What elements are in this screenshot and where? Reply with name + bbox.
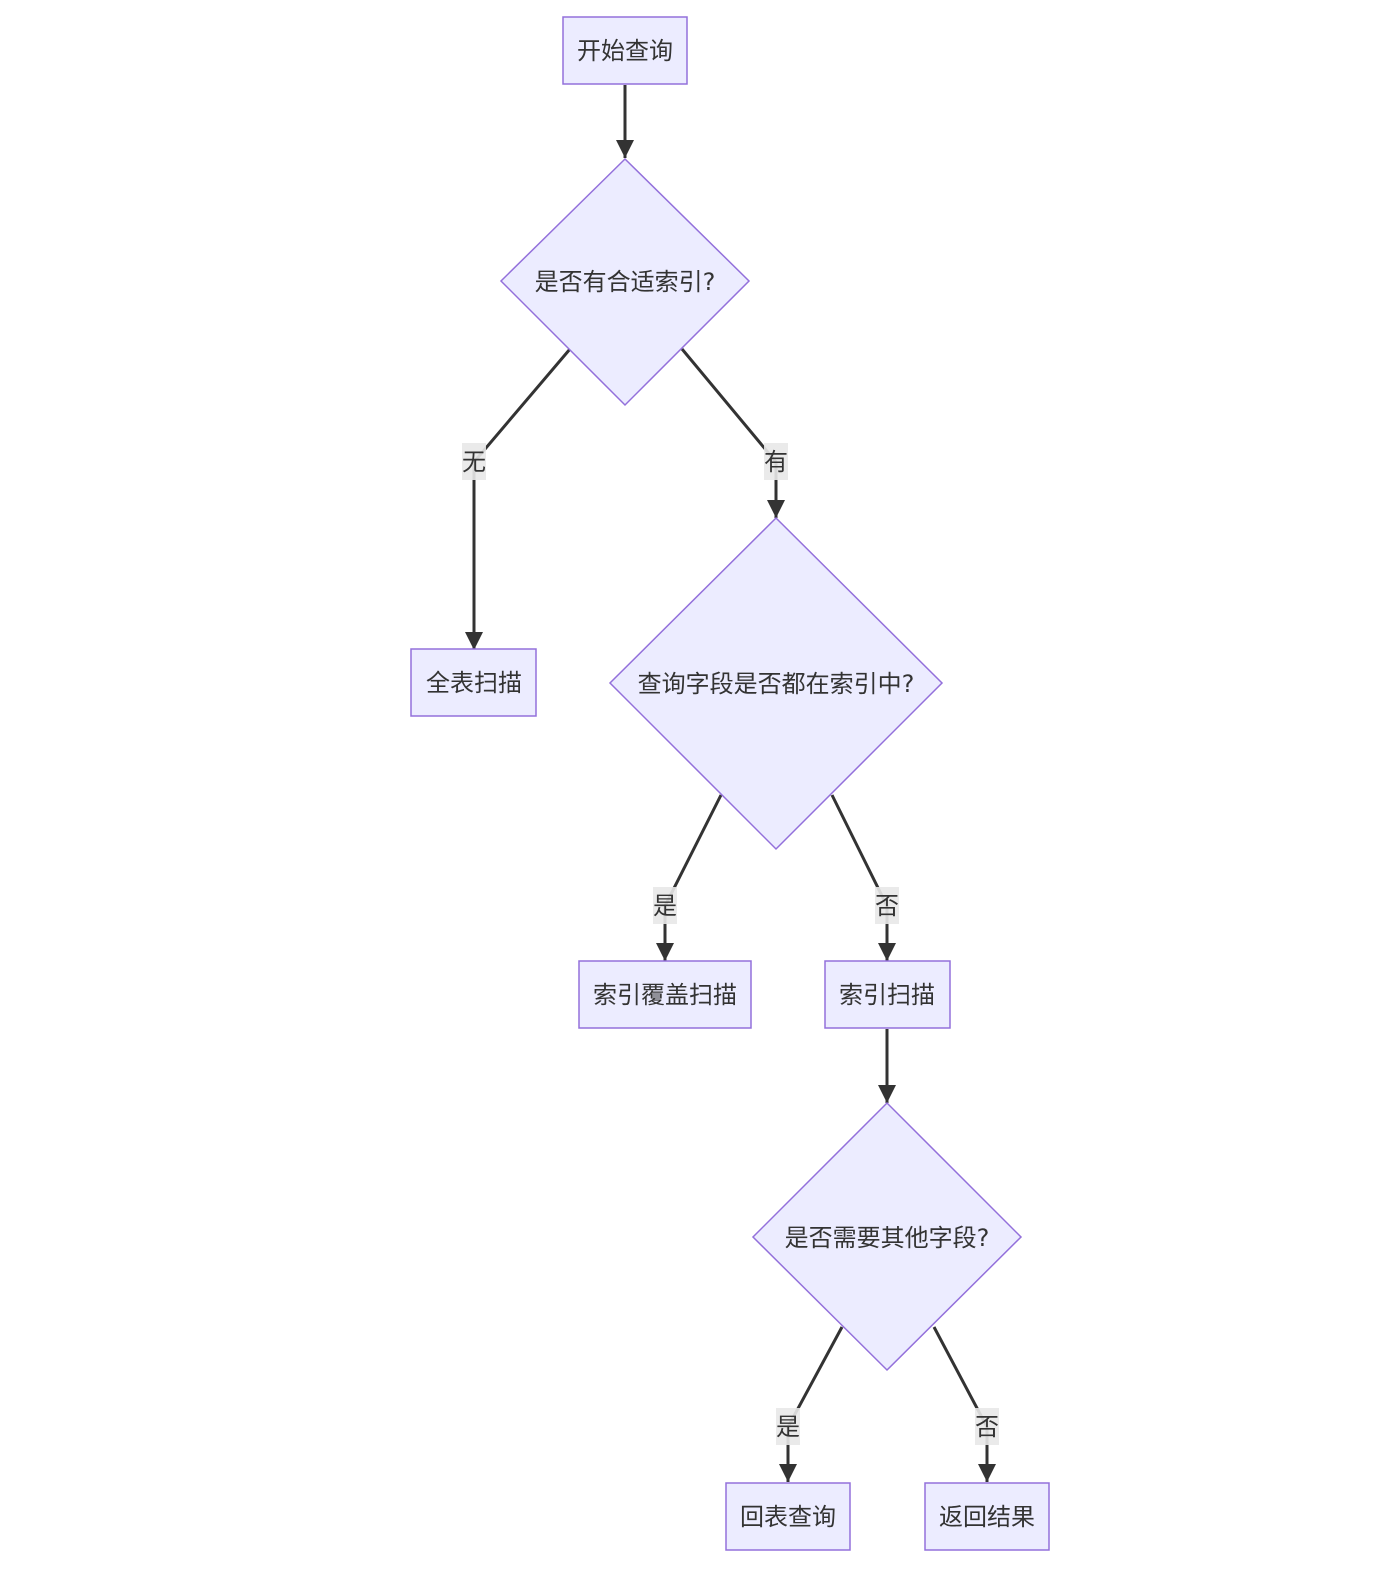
node-label: 是否有合适索引?	[535, 268, 716, 296]
edge-need-yes: 是	[776, 1326, 844, 1482]
node-fields-in-index[interactable]: 查询字段是否都在索引中?	[608, 516, 944, 851]
node-label: 是否需要其他字段?	[785, 1224, 990, 1252]
node-label: 全表扫描	[426, 669, 522, 697]
node-start-query[interactable]: 开始查询	[562, 16, 688, 85]
node-label: 返回结果	[939, 1503, 1035, 1531]
node-label: 开始查询	[577, 37, 673, 65]
node-label: 索引扫描	[839, 981, 935, 1009]
node-return-result[interactable]: 返回结果	[924, 1482, 1050, 1551]
edge-label-no: 否	[875, 892, 899, 920]
edge-fields-yes: 是	[653, 794, 723, 961]
node-label: 索引覆盖扫描	[593, 981, 737, 1009]
edge-label-yes: 是	[653, 892, 677, 920]
edge-has-index-no: 无	[462, 348, 572, 650]
node-index-scan[interactable]: 索引扫描	[824, 960, 951, 1029]
node-label: 回表查询	[740, 1503, 836, 1531]
edge-label-no: 无	[462, 448, 486, 476]
edge-has-index-yes: 有	[680, 348, 788, 518]
node-has-suitable-index[interactable]: 是否有合适索引?	[499, 157, 751, 407]
node-back-to-table-query[interactable]: 回表查询	[725, 1482, 851, 1551]
edge-label-yes: 是	[776, 1413, 800, 1441]
node-need-other-fields[interactable]: 是否需要其他字段?	[751, 1101, 1023, 1372]
edge-label-yes: 有	[764, 448, 788, 476]
node-label: 查询字段是否都在索引中?	[638, 670, 915, 698]
node-full-table-scan[interactable]: 全表扫描	[410, 648, 537, 717]
edge-label-no: 否	[975, 1413, 999, 1441]
edge-fields-no: 否	[830, 794, 899, 961]
edge-need-no: 否	[932, 1326, 999, 1482]
node-covering-index-scan[interactable]: 索引覆盖扫描	[578, 960, 752, 1029]
